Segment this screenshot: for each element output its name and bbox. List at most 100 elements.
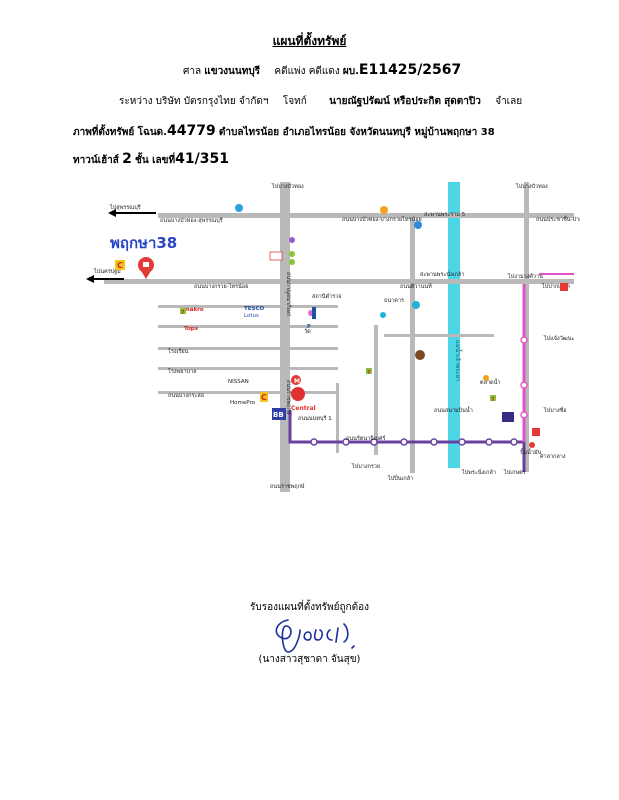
station-markers (310, 336, 528, 446)
map-label-bridge-pharam5: สะพานพระราม 5 (424, 211, 466, 218)
map-label-school: โรงเรียน (168, 347, 189, 355)
c-logo-icon (260, 392, 268, 402)
parking-icon (312, 307, 316, 319)
map-label-pakkret: ไปปากเกร็ด (541, 282, 570, 290)
map-label-road-nonthaburi1: ถนนนนทบุรี 1 (298, 415, 332, 422)
map-label-pump: ปั๊มน้ำมัน (520, 448, 542, 456)
map-marker-icon (414, 221, 422, 229)
map-label-suphanburi: ไปสุพรรณบุรี (109, 204, 141, 211)
bb-logo-icon (272, 408, 286, 420)
house-line: ทาวน์เฮ้าส์ 2 ชั้น เลขที่41/351 (73, 151, 229, 168)
court-prefix: ศาล (183, 66, 202, 77)
floors-suffix: ชั้น เลขที่ (135, 155, 176, 166)
defendant-name: นายณัฐปรัฒน์ หรือประกิต (329, 96, 441, 107)
road-network (104, 182, 574, 492)
house-prefix: ทาวน์เฮ้าส์ (73, 155, 119, 166)
seven-eleven-icon (490, 395, 496, 401)
location-marker-icon (412, 301, 420, 309)
svg-text:7: 7 (491, 397, 495, 403)
deed-prefix: ภาพที่ตั้งทรัพย์ โฉนด. (73, 127, 167, 138)
map-label-market: ตลาดน้ำ (480, 378, 500, 386)
map-label-road-bb-bk: ถนนบางบัวทอง-บางกรวยไทรน้อย (342, 216, 422, 223)
svg-text:C: C (117, 261, 123, 270)
map-label-road-tiwanon: ถนนติวานนท์ (400, 283, 432, 290)
house-number: 41/351 (175, 151, 229, 167)
svg-text:P: P (307, 324, 311, 330)
hospital-cross-icon (529, 442, 535, 448)
poi-icons: C C BB Central M 7 (115, 204, 568, 448)
location-marker-icon (289, 237, 295, 243)
map-label-bangbuathong-n: ไปบางบัวทอง (271, 183, 304, 190)
location-marker-icon (235, 204, 243, 212)
property-pin-icon (138, 257, 154, 279)
signature-caption: รับรองแผนที่ตั้งทรัพย์ถูกต้อง (250, 602, 369, 613)
parties-prefix: ระหว่าง บริษัท บัตรกรุงไทย จำกัดฯ (119, 96, 269, 107)
map-label-tops: Tops (184, 326, 199, 332)
court-name: แขวงนนทบุรี (204, 66, 261, 77)
deed-location: ตำบลไทรน้อย อำเภอไทรน้อย จังหวัดนนทบุรี … (218, 127, 495, 138)
plaintiff-label: โจทก์ (282, 96, 307, 107)
map-label-ngamwongwan: ไปงามวงศ์วาน (507, 273, 543, 280)
map-label-hospital: โรงพยาบาล (168, 367, 196, 375)
building-icon (502, 412, 514, 422)
map-label-nakhonpathom: ไปนครปฐม (93, 268, 121, 275)
svg-text:Central: Central (291, 405, 316, 412)
c-logo-icon (115, 260, 125, 270)
map-label-bank: ธนาคาร (384, 297, 404, 304)
svg-text:M: M (294, 378, 300, 385)
signer-name: (นางสาวสุชาดา จันสุข) (258, 654, 361, 665)
location-marker-icon (483, 375, 489, 381)
case-no-prefix: ผบ. (342, 66, 359, 77)
map-label-pranangklao: ไปพระนั่งเกล้า (461, 468, 496, 476)
deed-line: ภาพที่ตั้งทรัพย์ โฉนด.44779 ตำบลไทรน้อย … (73, 123, 495, 140)
map-label-lotus: Lotus (244, 313, 259, 319)
document-title: แผนที่ตั้งทรัพย์ (272, 34, 347, 48)
location-map: พฤกษา38 ไปบางบัวทอง ไปบางบัวทอง ไปสุพรรณ… (84, 180, 580, 494)
svg-text:BB: BB (273, 411, 284, 419)
central-logo-icon (291, 387, 305, 401)
mrt-icon (291, 375, 301, 385)
factory-icon (560, 283, 568, 291)
signature-mark (275, 619, 355, 653)
location-marker-icon (380, 206, 388, 214)
map-label-temple: วัด (304, 328, 311, 335)
parties-line: ระหว่าง บริษัท บัตรกรุงไทย จำกัดฯ โจทก์ … (119, 94, 522, 109)
map-label-road-bb-suphan: ถนนบางบัวทอง-สุพรรณบุรี (160, 217, 223, 224)
location-marker-icon (289, 251, 295, 257)
map-label-police: สถานีตำรวจ (312, 293, 341, 300)
map-label-bridge-nonthaburi: สะพานพระนั่งเกล้า (420, 270, 464, 278)
map-label-nissan: NISSAN (228, 379, 249, 385)
temple-icon (415, 350, 425, 360)
map-label-road-sanambinnam: ถนนสนามบินน้ำ (434, 406, 473, 414)
case-number: E11425/2567 (358, 62, 462, 78)
map-label-chao-phraya: แม่น้ำเจ้าพระยา (454, 340, 464, 382)
court-line: ศาล แขวงนนทบุรี คดีแพ่ง คดีแดง ผบ.E11425… (183, 62, 461, 79)
map-label-chaengwattana: ไปแจ้งวัฒนะ (543, 335, 575, 342)
map-label-makro: makro (184, 307, 204, 313)
hospital-icon (269, 251, 283, 261)
arrow-left-icon (108, 209, 116, 217)
floors: 2 (122, 151, 132, 167)
map-label-road-ratchaphruek: ถนนราชพฤกษ์ (270, 483, 305, 490)
case-label: คดีแพ่ง คดีแดง (274, 66, 340, 77)
direction-arrows (86, 209, 156, 283)
map-label-kaset: ไปเกษตร (503, 469, 526, 476)
svg-text:7: 7 (181, 310, 185, 316)
map-label-bangbuathong-ne: ไปบางบัวทอง (515, 183, 548, 190)
seven-eleven-icon (366, 368, 372, 374)
map-label-road-rattanathibet: ถนนรัตนาธิเบศร์ (346, 435, 385, 442)
river-chao-phraya (448, 182, 460, 468)
svg-text:7: 7 (367, 370, 371, 376)
map-label-road-ratchaphruek-v: ถนนราชพฤกษ์ (285, 380, 292, 415)
seven-eleven-icon (180, 308, 186, 314)
map-label-government: ศาลากลาง (540, 453, 566, 460)
map-label-bangkruai: ไปบางกรวย (351, 463, 380, 470)
map-label-road-bk-sainoi: ถนนบางกรวย-ไทรน้อย (194, 283, 248, 290)
map-label-pinklao: ไปปิ่นเกล้า (387, 474, 413, 482)
defendant-surname: สุดตาปิว (444, 96, 481, 107)
location-marker-icon (289, 259, 295, 265)
arrow-left-icon (86, 275, 94, 283)
map-label-road-kanchanaphisek: ถนนกาญจนาภิเษก (285, 272, 292, 317)
map-label-bangsue: ไปบางซื่อ (543, 406, 567, 414)
